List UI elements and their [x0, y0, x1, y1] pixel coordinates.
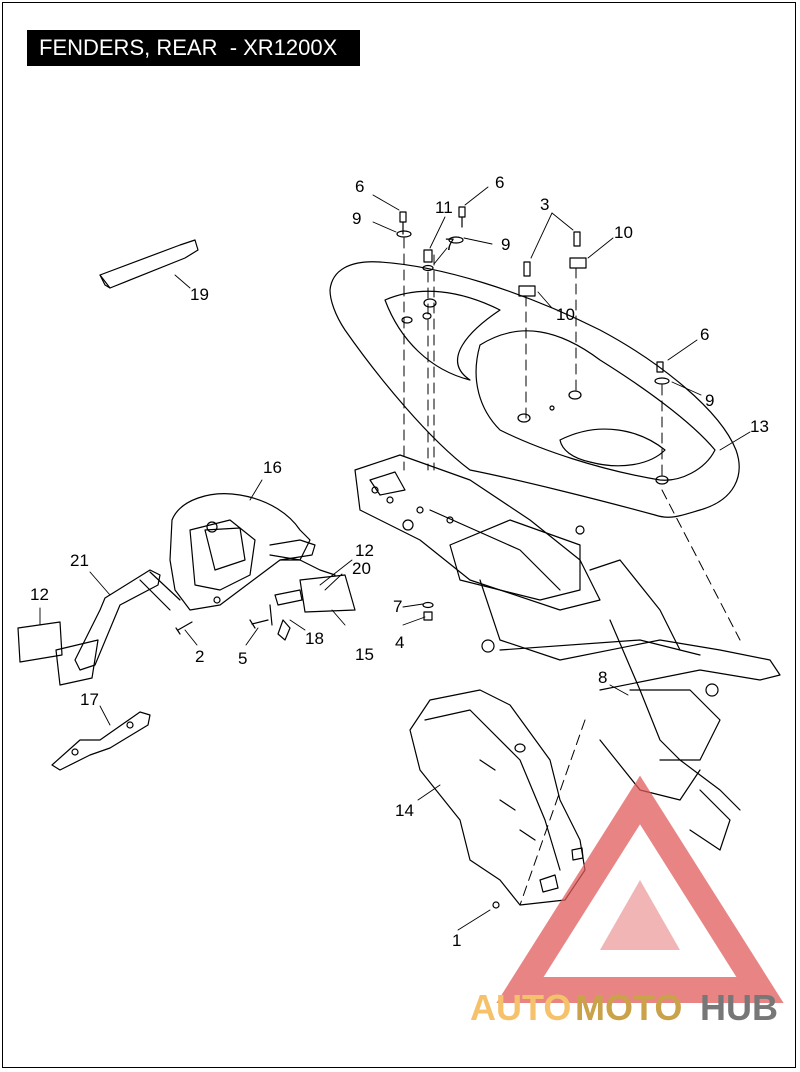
callout-9b: 9 [501, 235, 510, 254]
subframe-part [354, 454, 781, 851]
callout-8: 8 [598, 668, 607, 687]
watermark-text: AUTO MOTO HUB [470, 987, 778, 1028]
callout-7b: 7 [393, 597, 402, 616]
callout-4: 4 [395, 633, 404, 652]
tail-light-housing-part [169, 493, 336, 611]
callout-6b: 6 [495, 173, 504, 192]
callout-6a: 6 [355, 177, 364, 196]
callout-1: 1 [452, 931, 461, 950]
rear-fender-part [409, 689, 586, 909]
callout-19: 19 [190, 285, 209, 304]
callout-9c: 9 [705, 391, 714, 410]
seat-part [329, 261, 740, 518]
callout-12b: 12 [355, 541, 374, 560]
watermark-hub: HUB [700, 987, 778, 1028]
watermark-moto: MOTO [575, 987, 682, 1028]
license-bracket-part [17, 569, 181, 686]
callout-9a: 9 [352, 209, 361, 228]
callout-10b: 10 [556, 305, 575, 324]
callout-14: 14 [395, 801, 414, 820]
small-fasteners [175, 601, 434, 635]
callout-20: 20 [352, 559, 371, 578]
callout-15: 15 [355, 645, 374, 664]
callout-16: 16 [263, 458, 282, 477]
callout-18: 18 [305, 629, 324, 648]
watermark-logo [496, 775, 784, 1003]
callout-12a: 12 [30, 585, 49, 604]
watermark-auto: AUTO [470, 987, 571, 1028]
callout-10a: 10 [614, 223, 633, 242]
seat-pad-part [99, 239, 199, 289]
callout-7a: 7 [445, 235, 454, 254]
leader-lines [39, 186, 751, 931]
lower-bracket-part [51, 711, 151, 771]
callout-13: 13 [750, 417, 769, 436]
callout-11: 11 [435, 198, 453, 217]
callout-21: 21 [70, 551, 89, 570]
callout-2: 2 [195, 647, 204, 666]
seat-hardware [396, 206, 670, 385]
callout-5: 5 [238, 649, 247, 668]
callout-17: 17 [80, 690, 99, 709]
callout-3: 3 [540, 195, 549, 214]
page-title: FENDERS, REAR - XR1200X [27, 30, 360, 66]
callout-6c: 6 [700, 325, 709, 344]
callout-labels: 1 2 3 4 5 6 6 6 7 7 8 9 9 9 10 10 11 12 … [30, 173, 769, 950]
assembly-lines [403, 237, 741, 906]
